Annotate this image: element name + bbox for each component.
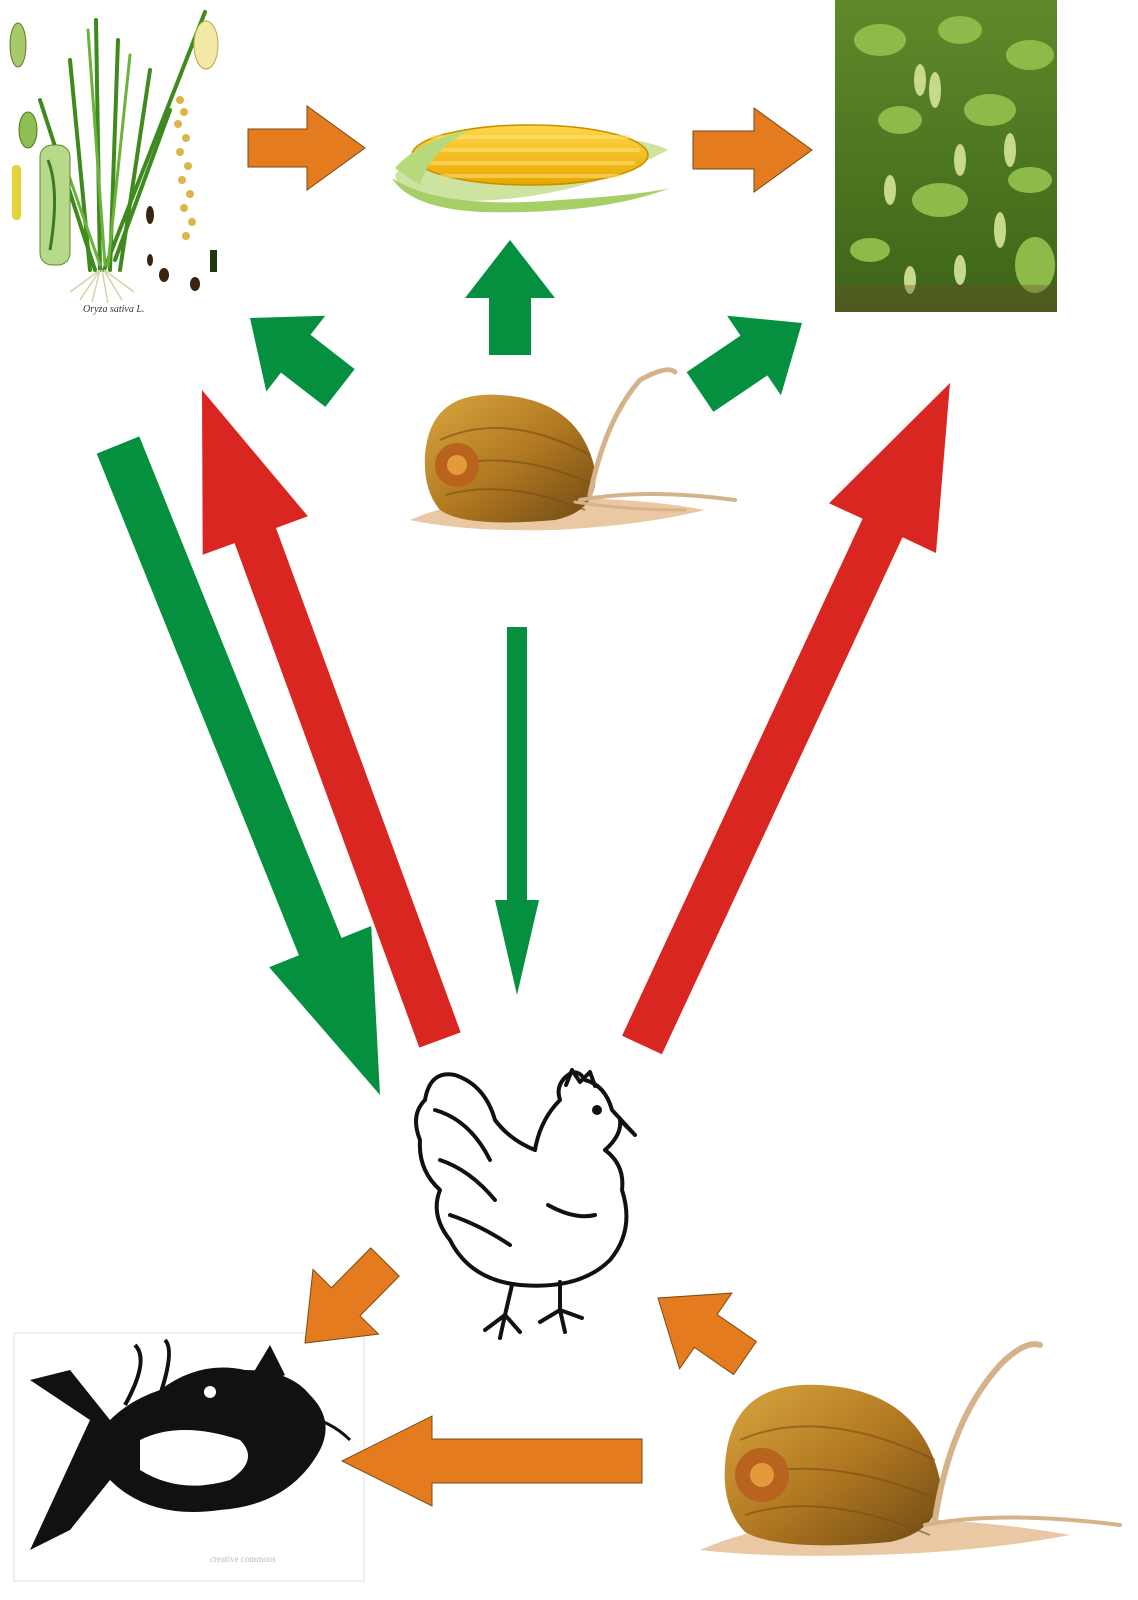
catfish-image: creative commons: [13, 1332, 365, 1582]
rice-to-corn-arrow: [247, 105, 366, 191]
rice-to-chicken-arrow: [96, 436, 380, 1095]
snail-to-rice-arrow: [250, 315, 355, 407]
snail-to-corn-arrow: [465, 240, 555, 355]
soybean-field-image: [835, 0, 1057, 312]
snail-top-image: [410, 367, 737, 531]
chicken-to-soybean-arrow: [622, 383, 950, 1055]
chicken-to-catfish-arrow: [304, 1247, 400, 1344]
snail-to-chicken-arrow: [495, 627, 539, 995]
chicken-image: [414, 1068, 637, 1340]
corn-to-soybean-arrow: [692, 107, 813, 193]
snail-bottom-image: [700, 1341, 1122, 1556]
rice-plant-image: Oryza sativa L.: [9, 10, 219, 315]
snail-to-soybean-arrow: [686, 315, 802, 412]
catfish-watermark: creative commons: [210, 1554, 276, 1564]
arrow-layer: [96, 105, 950, 1507]
snail-to-catfish-arrow: [340, 1415, 643, 1507]
chicken-to-rice-arrow: [202, 390, 461, 1048]
rice-caption: Oryza sativa L.: [83, 304, 144, 315]
corn-image: [392, 124, 670, 213]
snail-bottom-to-chicken-arrow: [657, 1292, 758, 1376]
